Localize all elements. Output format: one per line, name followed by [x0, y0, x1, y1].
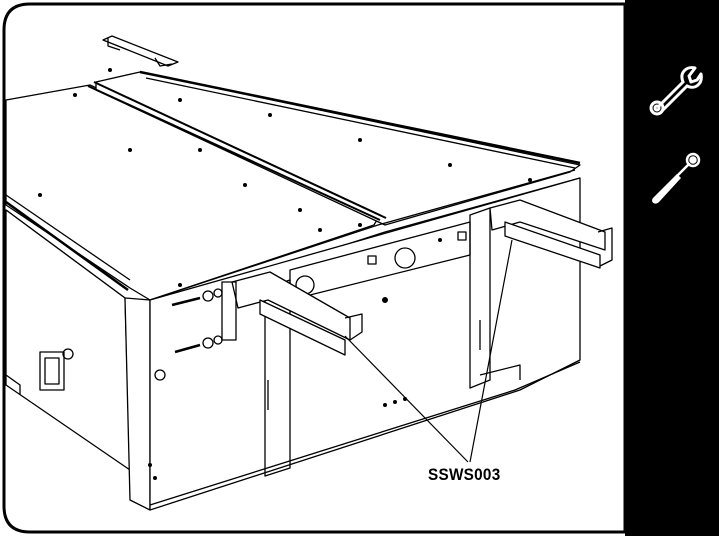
screw-dots: [38, 68, 532, 480]
part-callout-label: SSWS003: [428, 465, 501, 484]
screwdriver-icon: [647, 152, 703, 208]
wrench-icon: [647, 62, 703, 118]
cabinet-drawing: [5, 35, 613, 511]
tool-sidebar: [625, 0, 719, 536]
